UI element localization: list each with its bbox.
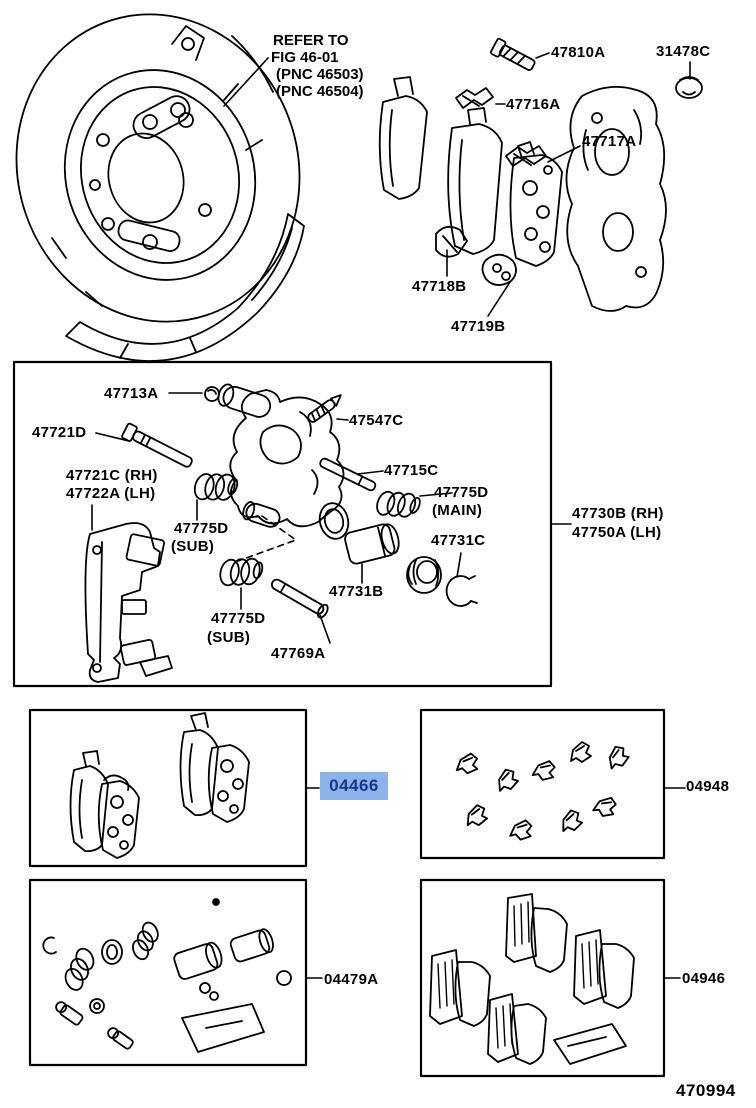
part-label-47775D-sub-a-qualifier: (SUB)	[171, 538, 215, 555]
part-label-47547C[interactable]: 47547C	[349, 412, 404, 429]
part-label-47731B[interactable]: 47731B	[329, 583, 384, 600]
cylinder-kit-drawing	[28, 878, 323, 1067]
part-label-47769A[interactable]: 47769A	[271, 645, 326, 662]
part-label-47721C-rh[interactable]: 47721C (RH)	[66, 467, 158, 484]
pad-and-bracket-drawing	[378, 37, 703, 317]
drawing-number: 470994	[676, 1081, 736, 1100]
part-label-47750A-lh[interactable]: 47750A (LH)	[572, 524, 662, 541]
part-label-47775D-sub-a[interactable]: 47775D	[174, 520, 229, 537]
part-label-47775D-main-qualifier: (MAIN)	[432, 502, 483, 519]
part-label-47722A-lh[interactable]: 47722A (LH)	[66, 485, 156, 502]
pad-kit-drawing	[28, 708, 320, 868]
part-label-47775D-sub-b[interactable]: 47775D	[211, 610, 266, 627]
part-label-47719B[interactable]: 47719B	[451, 318, 506, 335]
refer-note-line2: FIG 46-01	[271, 49, 339, 66]
caliper-overhaul-drawing	[12, 360, 572, 688]
part-label-04466-selected[interactable]: 04466	[320, 772, 388, 800]
refer-note-line3: (PNC 46503)	[276, 66, 364, 83]
part-label-04946[interactable]: 04946	[682, 970, 726, 987]
part-label-47718B[interactable]: 47718B	[412, 278, 467, 295]
pad-fitting-kit-drawing	[419, 878, 681, 1078]
backing-plate-drawing	[15, 13, 305, 362]
part-label-47731C[interactable]: 47731C	[431, 532, 486, 549]
part-label-47721D[interactable]: 47721D	[32, 424, 87, 441]
part-label-04479A[interactable]: 04479A	[324, 971, 379, 988]
part-label-47775D-main[interactable]: 47775D	[434, 484, 489, 501]
part-label-31478C[interactable]: 31478C	[656, 43, 711, 60]
part-label-47717A[interactable]: 47717A	[582, 133, 637, 150]
part-label-47730B-rh[interactable]: 47730B (RH)	[572, 505, 664, 522]
refer-note-line4: (PNC 46504)	[276, 83, 364, 100]
fitting-kit-drawing	[419, 708, 686, 860]
part-label-47775D-sub-b-qualifier: (SUB)	[207, 629, 251, 646]
part-label-47713A[interactable]: 47713A	[104, 385, 159, 402]
refer-note-line1: REFER TO	[273, 32, 349, 49]
part-label-47716A[interactable]: 47716A	[506, 96, 561, 113]
part-label-47715C[interactable]: 47715C	[384, 462, 439, 479]
part-label-47810A[interactable]: 47810A	[551, 44, 606, 61]
part-label-04948[interactable]: 04948	[686, 778, 730, 795]
